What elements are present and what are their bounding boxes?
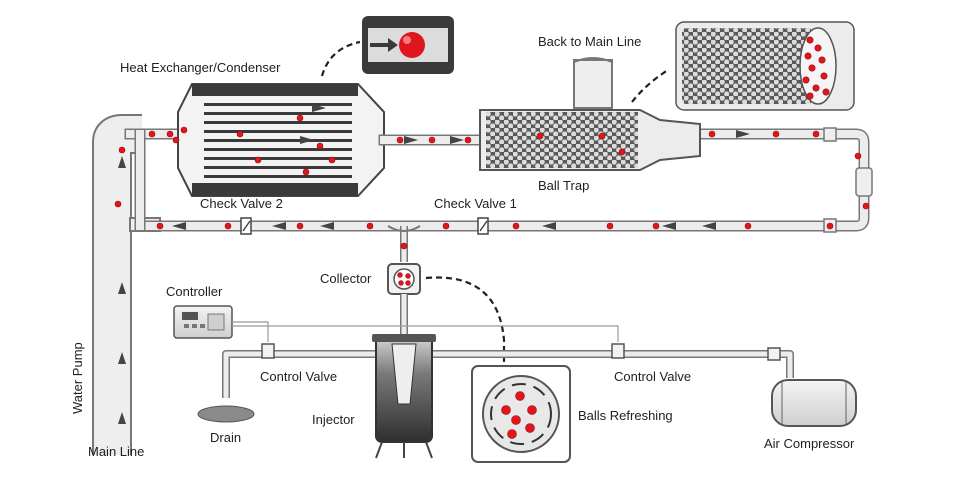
label-check-valve-1: Check Valve 1: [434, 196, 517, 211]
label-collector: Collector: [320, 271, 372, 286]
balls-refreshing: [471, 365, 571, 463]
return-pipe: [140, 127, 873, 233]
label-heat-exchanger: Heat Exchanger/Condenser: [120, 60, 281, 75]
inlet-pipe: [124, 128, 188, 232]
label-control-valve-left: Control Valve: [260, 369, 337, 384]
inset-dash-right: [631, 69, 669, 103]
label-check-valve-2: Check Valve 2: [200, 196, 283, 211]
drain: [197, 405, 255, 423]
controller: [173, 305, 233, 339]
check-valve-2: [240, 217, 252, 235]
label-drain: Drain: [210, 430, 241, 445]
mesh-inset: [675, 21, 855, 111]
label-control-valve-right: Control Valve: [614, 369, 691, 384]
label-ball-trap: Ball Trap: [538, 178, 589, 193]
label-air-compressor: Air Compressor: [764, 436, 855, 451]
inset-dash-left: [320, 40, 361, 77]
injector: [372, 334, 436, 459]
label-controller: Controller: [166, 284, 223, 299]
check-valve-1: [477, 217, 489, 235]
collector: [387, 263, 421, 295]
ball-in-tube-inset: [362, 16, 454, 74]
flow-arrows: [118, 104, 750, 424]
main-line-pipe: [92, 114, 142, 455]
collector-dash: [425, 276, 506, 362]
controller-wires: [232, 321, 619, 342]
sponge-balls: [114, 114, 870, 250]
label-injector: Injector: [312, 412, 355, 427]
ball-trap: [479, 57, 701, 171]
heat-exchanger: [177, 83, 492, 197]
label-water-pump: Water Pump: [70, 342, 85, 414]
air-compressor: [771, 379, 857, 427]
label-balls-refreshing: Balls Refreshing: [578, 408, 673, 423]
label-back-to-main-line: Back to Main Line: [538, 34, 641, 49]
air-line: [222, 343, 794, 398]
label-main-line: Main Line: [88, 444, 144, 459]
